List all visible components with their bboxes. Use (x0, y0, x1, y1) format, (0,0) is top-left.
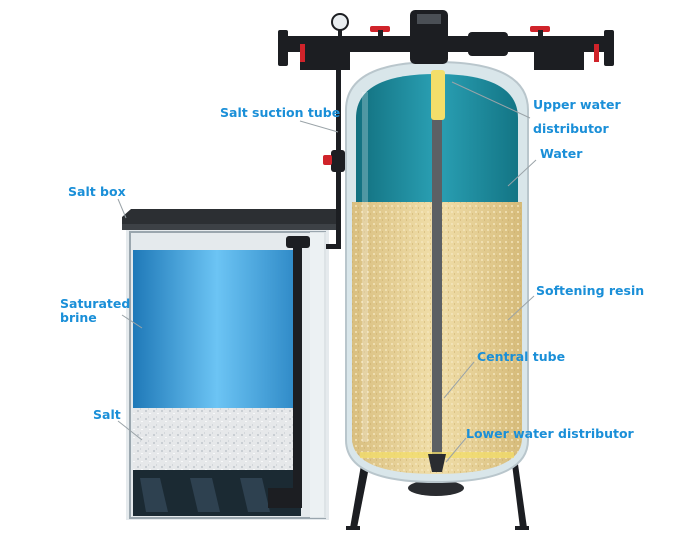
lower-water-distributor (428, 454, 446, 472)
saturated-brine-fill (133, 250, 301, 410)
label-upper-water-distributor: Upper water distributor (533, 97, 621, 136)
central-tube (432, 86, 442, 464)
label-saturated-brine: Saturated brine (60, 296, 131, 325)
leader-lines (117, 81, 537, 463)
label-lower-water-distributor: Lower water distributor (466, 426, 634, 441)
control-valve-assembly (278, 10, 614, 70)
upper-water-distributor (431, 70, 445, 120)
resin-tank (345, 60, 529, 530)
salt-fill (133, 408, 301, 472)
label-water: Water (540, 146, 583, 161)
salt-box (122, 209, 338, 520)
label-salt: Salt (93, 407, 121, 422)
label-softening-resin: Softening resin (536, 283, 645, 298)
label-salt-box: Salt box (68, 184, 126, 199)
salt-suction-tube (323, 58, 345, 249)
label-salt-suction-tube: Salt suction tube (220, 105, 341, 120)
label-central-tube: Central tube (477, 349, 566, 364)
